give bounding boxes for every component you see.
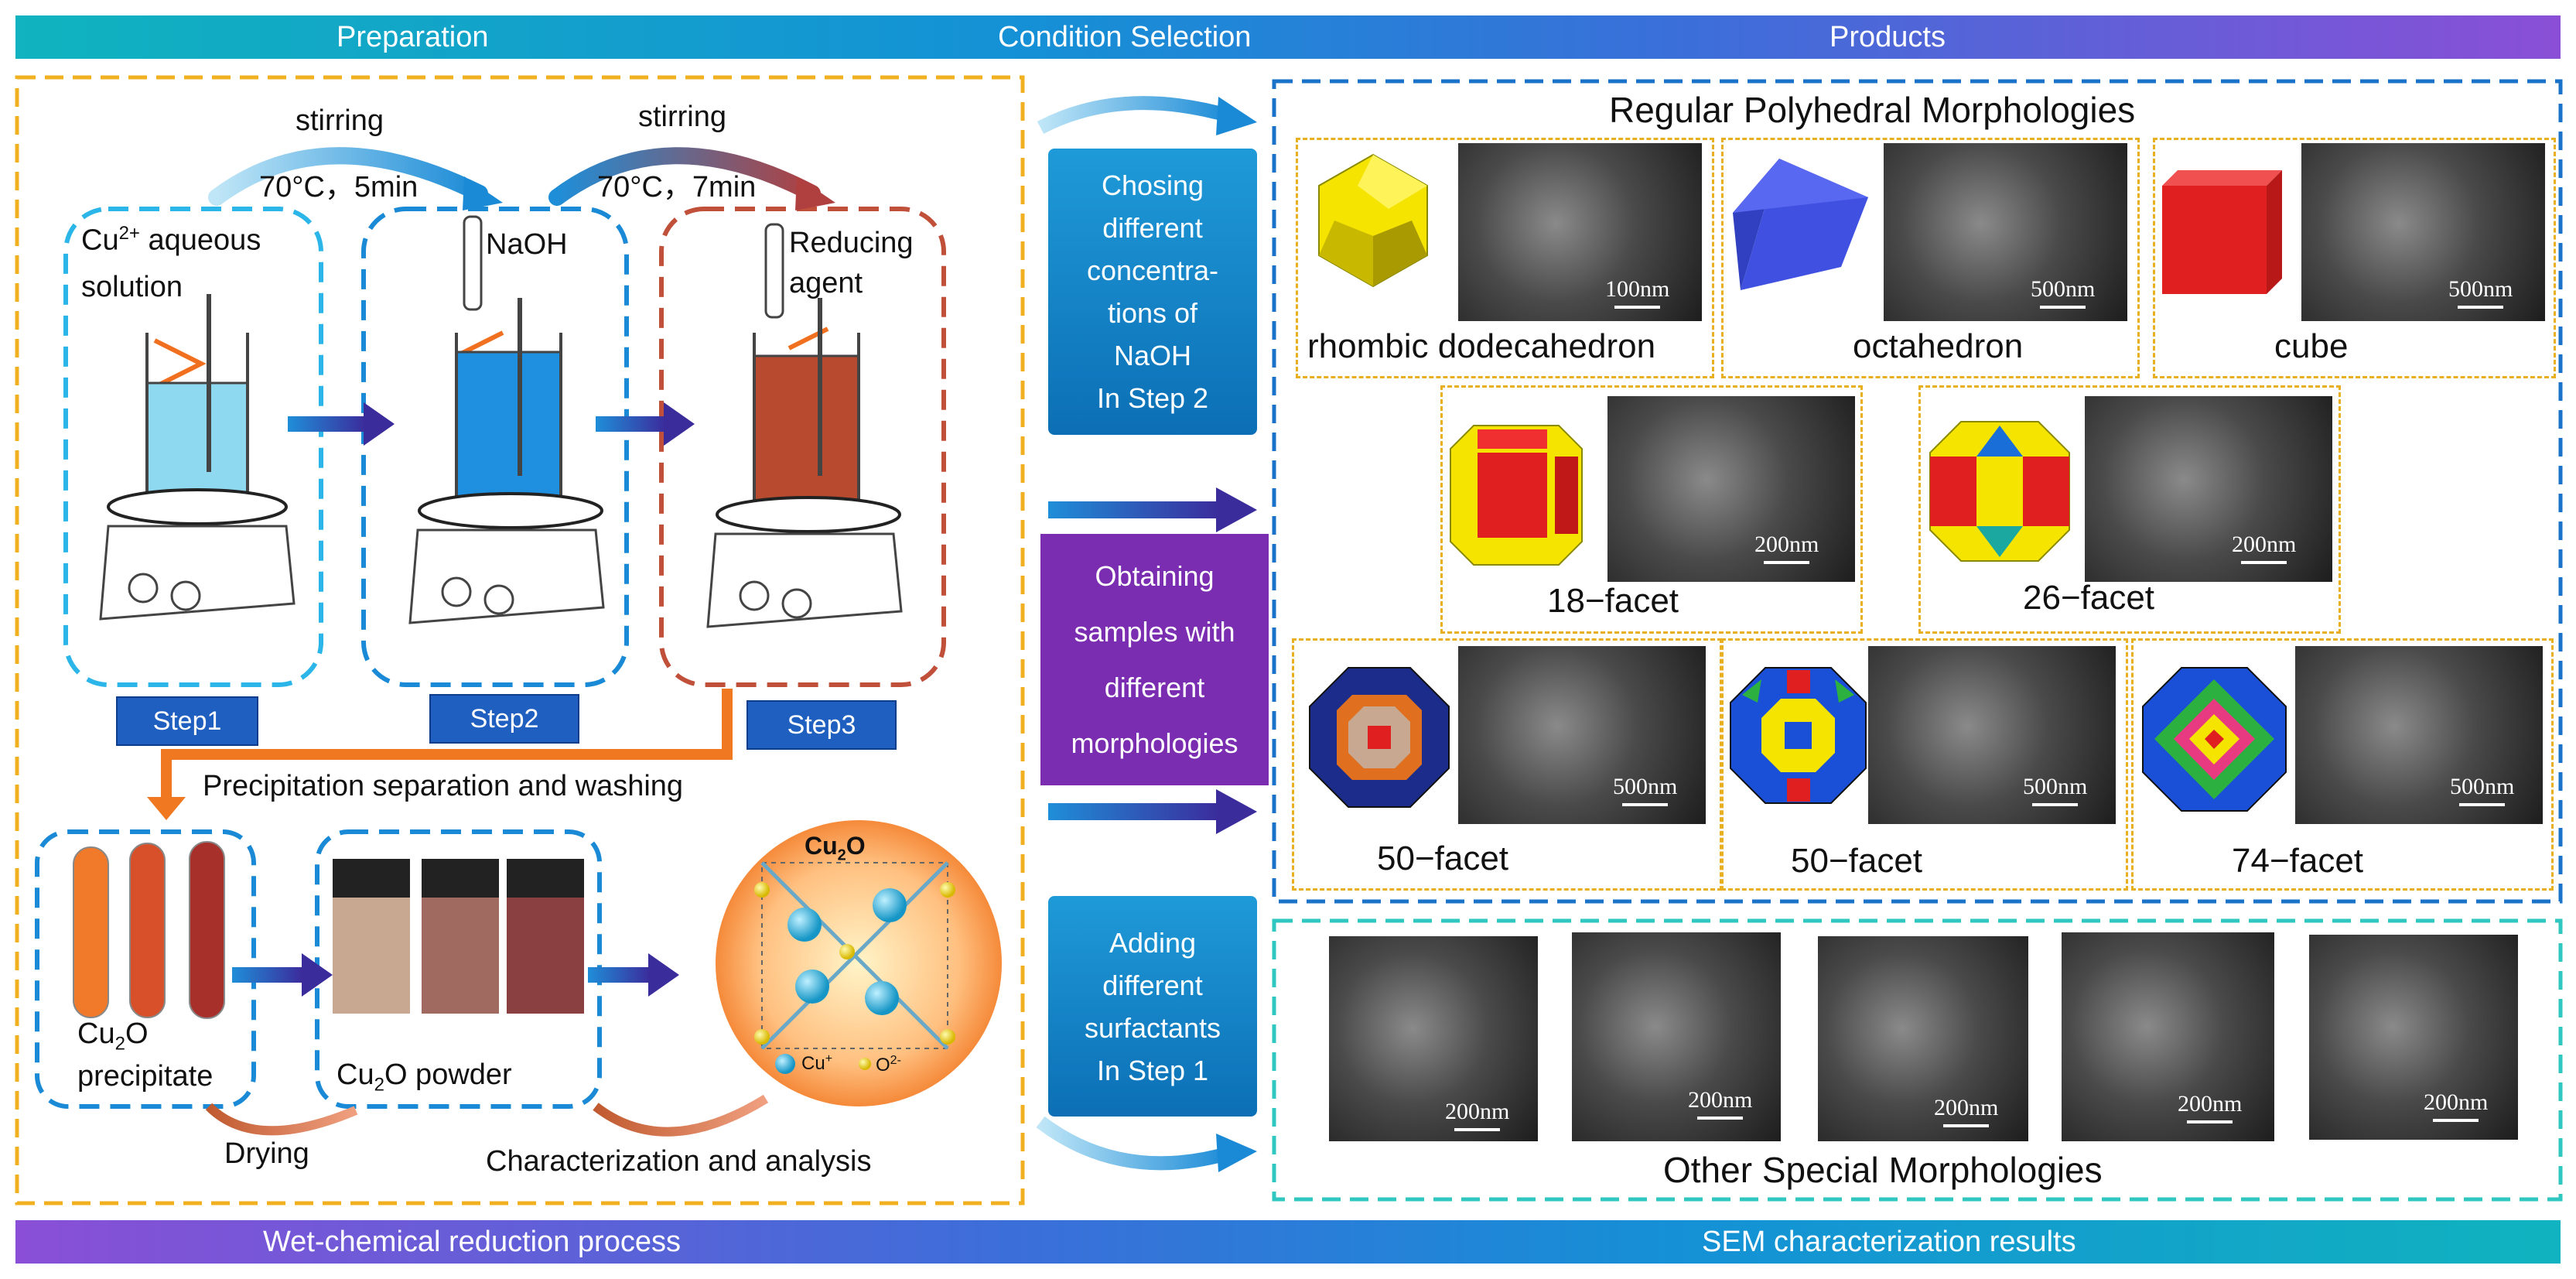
scale-special-5: 200nm [2424, 1089, 2489, 1122]
scale-rhombic: 100nm [1605, 276, 1670, 309]
sem-f50b: 500nm [1868, 646, 2116, 824]
bottom-banner: Wet-chemical reduction process SEM chara… [15, 1220, 2561, 1264]
condition-selection-header: Condition Selection [998, 20, 1252, 53]
stirring-label-1: stirring [296, 104, 384, 137]
f50a-label: 50−facet [1377, 840, 1509, 877]
step1-badge: Step1 [116, 696, 258, 746]
step1-frame [63, 207, 323, 687]
condition-label-1: 70°C，5min [259, 171, 419, 203]
step2-frame [361, 207, 629, 687]
drying-label: Drying [224, 1137, 309, 1170]
cu2o-label: Cu2O [77, 1017, 149, 1055]
condition-label-2: 70°C，7min [597, 171, 757, 203]
legend-o: O2- [876, 1054, 901, 1076]
cube-model [2162, 170, 2282, 294]
f74-panel [2131, 638, 2554, 891]
scale-special-1: 200nm [1445, 1099, 1510, 1131]
step2-badge: Step2 [429, 694, 579, 744]
products-header: Products [1830, 20, 1946, 53]
beaker-step3 [706, 223, 903, 628]
structure-title: Cu2O [805, 832, 866, 864]
scale-f50b: 500nm [2023, 774, 2088, 806]
f50a-model [1309, 667, 1450, 808]
sem-f50a: 500nm [1458, 646, 1706, 824]
preparation-frame [15, 75, 1025, 1205]
sem-special-5: 200nm [2309, 935, 2518, 1140]
f50a-panel [1292, 638, 1722, 891]
sem-cube: 500nm [2301, 143, 2545, 321]
f18-label: 18−facet [1547, 582, 1679, 620]
sem-octahedron: 500nm [1884, 143, 2127, 321]
octahedron-panel [1721, 138, 2140, 378]
scale-f74: 500nm [2450, 774, 2515, 806]
regular-frame [1272, 79, 2563, 904]
rhombic-label: rhombic dodecahedron [1307, 327, 1656, 365]
f50b-label: 50−facet [1791, 842, 1923, 880]
cu2o-structure-circle [716, 820, 1002, 1106]
f74-label: 74−facet [2232, 842, 2364, 880]
cu-aqueous-label: Cu2+ aqueous [81, 223, 261, 257]
octahedron-label: octahedron [1853, 327, 2024, 365]
scale-f26: 200nm [2232, 532, 2297, 564]
special-frame [1272, 918, 2563, 1202]
f50b-model [1730, 667, 1867, 804]
characterization-label: Characterization and analysis [486, 1145, 872, 1178]
rhombic-panel [1296, 138, 1714, 378]
agent-label: agent [789, 267, 863, 299]
f50b-panel [1721, 638, 2128, 891]
sem-rhombic: 100nm [1458, 143, 1702, 321]
beaker-step2 [408, 215, 605, 624]
solution-label: solution [81, 271, 183, 303]
sem-f74: 500nm [2295, 646, 2543, 824]
f26-panel [1918, 385, 2341, 634]
powder-vials [333, 859, 584, 1014]
top-banner: Preparation Condition Selection Products [15, 15, 2561, 59]
preparation-header: Preparation [337, 20, 489, 53]
sem-special-4: 200nm [2062, 932, 2274, 1141]
scale-special-4: 200nm [2178, 1091, 2243, 1123]
powder-label: Cu2O powder [337, 1058, 512, 1096]
scale-octahedron: 500nm [2031, 276, 2096, 309]
scale-special-2: 200nm [1688, 1087, 1753, 1120]
scale-special-3: 200nm [1934, 1095, 1999, 1127]
scale-f50a: 500nm [1613, 774, 1678, 806]
f26-label: 26−facet [2023, 579, 2155, 617]
beaker-step1 [99, 294, 296, 621]
precipitate-label: precipitate [77, 1060, 214, 1093]
sem-f18: 200nm [1607, 396, 1855, 582]
f18-model [1450, 425, 1583, 566]
regular-title: Regular Polyhedral Morphologies [1609, 90, 2136, 130]
stirring-label-2: stirring [638, 101, 727, 133]
cube-panel [2153, 138, 2556, 378]
scale-cube: 500nm [2448, 276, 2513, 309]
f18-panel [1440, 385, 1863, 634]
naoh-label: NaOH [486, 228, 568, 261]
cube-label: cube [2274, 327, 2349, 365]
octahedron-model [1733, 159, 1868, 290]
rhombic-model [1318, 153, 1428, 288]
f26-model [1929, 421, 2070, 562]
f74-model [2142, 667, 2287, 812]
legend-cu: Cu+ [801, 1052, 833, 1074]
test-tubes [73, 841, 225, 1019]
scale-f18: 200nm [1754, 532, 1819, 564]
special-title: Other Special Morphologies [1663, 1150, 2103, 1190]
sem-results-footer: SEM characterization results [1702, 1225, 2076, 1258]
sem-special-1: 200nm [1329, 936, 1538, 1141]
reducing-label: Reducing [789, 227, 914, 259]
step3-badge: Step3 [746, 700, 897, 750]
sem-special-3: 200nm [1818, 936, 2028, 1141]
sem-f26: 200nm [2085, 396, 2332, 582]
wet-chemical-footer: Wet-chemical reduction process [263, 1225, 681, 1258]
sem-special-2: 200nm [1572, 932, 1781, 1141]
separation-label: Precipitation separation and washing [203, 770, 684, 802]
